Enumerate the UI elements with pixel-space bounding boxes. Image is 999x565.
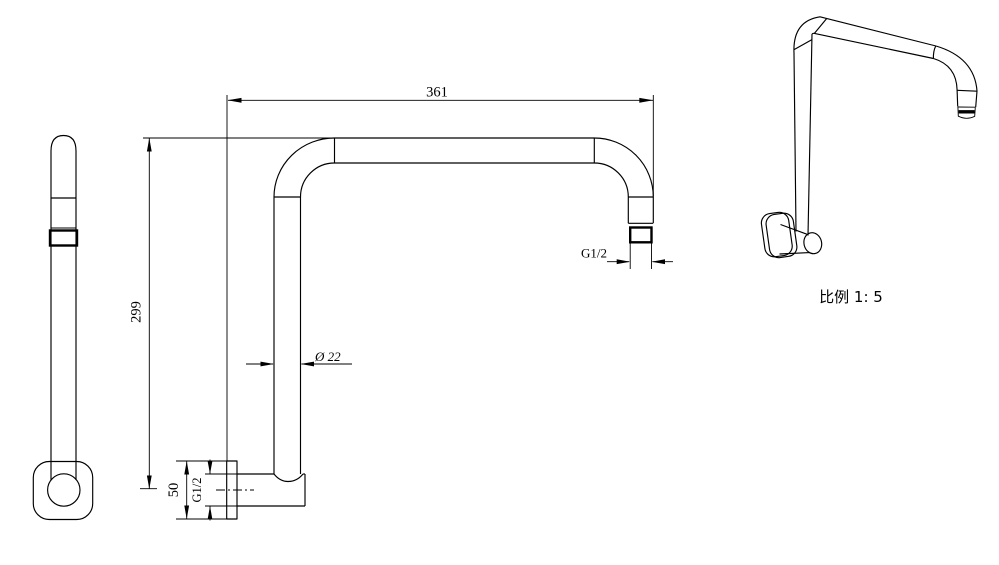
side-view xyxy=(32,134,94,521)
dimension-inlet-thread: G1/2 xyxy=(190,459,237,521)
arrow-top xyxy=(146,138,152,152)
dimension-overall-width: 361 xyxy=(226,85,654,461)
dim-text-361: 361 xyxy=(426,85,448,101)
outlet-thread xyxy=(629,226,653,244)
iso-connector-endcap xyxy=(803,232,823,255)
arrow-right xyxy=(639,97,654,103)
side-pipe-outline xyxy=(50,134,77,480)
dimension-flange-height: 50 xyxy=(166,460,227,520)
iso-left-bend-seam xyxy=(794,39,812,51)
arrow-right xyxy=(300,361,314,367)
arrow-left xyxy=(616,259,631,265)
iso-top-left-seam xyxy=(813,18,827,34)
dimension-overall-height: 299 xyxy=(129,137,335,490)
iso-connector-top xyxy=(780,223,807,235)
iso-top-outer-contour xyxy=(793,16,937,54)
arrow-top xyxy=(184,461,190,475)
dim-text-g12-outlet: G1/2 xyxy=(581,246,607,261)
scale-caption: 比例 1: 5 xyxy=(819,288,883,306)
dim-text-g12-inlet: G1/2 xyxy=(190,478,204,503)
arrow-bottom xyxy=(146,475,152,489)
iso-right-bend-outer xyxy=(935,45,978,92)
iso-right-bend-inner xyxy=(933,57,958,91)
front-view xyxy=(216,137,654,520)
arrow-up xyxy=(207,506,213,520)
iso-wall-flange xyxy=(760,211,798,259)
dim-text-50: 50 xyxy=(166,483,182,498)
iso-connector-bottom xyxy=(779,252,810,255)
isometric-view: 比例 1: 5 xyxy=(760,16,978,306)
dimension-pipe-diameter: Ø 22 xyxy=(246,349,352,367)
dim-text-299: 299 xyxy=(129,301,145,323)
iso-drop-right-edge xyxy=(975,90,978,108)
pipe-outer-contour xyxy=(273,137,654,474)
iso-top-right-seam xyxy=(932,45,937,59)
iso-thread-outline xyxy=(957,106,976,119)
arrow-left xyxy=(260,361,274,367)
iso-riser-right-edge xyxy=(807,33,813,236)
pipe-inner-contour xyxy=(299,162,629,474)
arrow-left xyxy=(227,97,242,103)
iso-drop-left-edge xyxy=(956,89,959,107)
iso-drop-seam xyxy=(957,89,978,92)
iso-riser-left-edge xyxy=(793,52,797,232)
iso-top-inner-contour xyxy=(811,32,934,60)
iso-flange-front xyxy=(765,212,798,259)
side-flange-boss xyxy=(47,473,81,507)
dimension-outlet-thread: G1/2 xyxy=(581,246,673,265)
arrow-bottom xyxy=(184,505,190,519)
pipe-fitting-intersection xyxy=(273,473,304,483)
arrow-right xyxy=(651,259,665,265)
side-thread-band xyxy=(48,229,79,247)
dim-text-dia22: Ø 22 xyxy=(314,349,341,364)
side-wall-flange xyxy=(32,460,94,521)
iso-flange-back xyxy=(760,211,793,258)
arrow-down xyxy=(207,461,213,474)
